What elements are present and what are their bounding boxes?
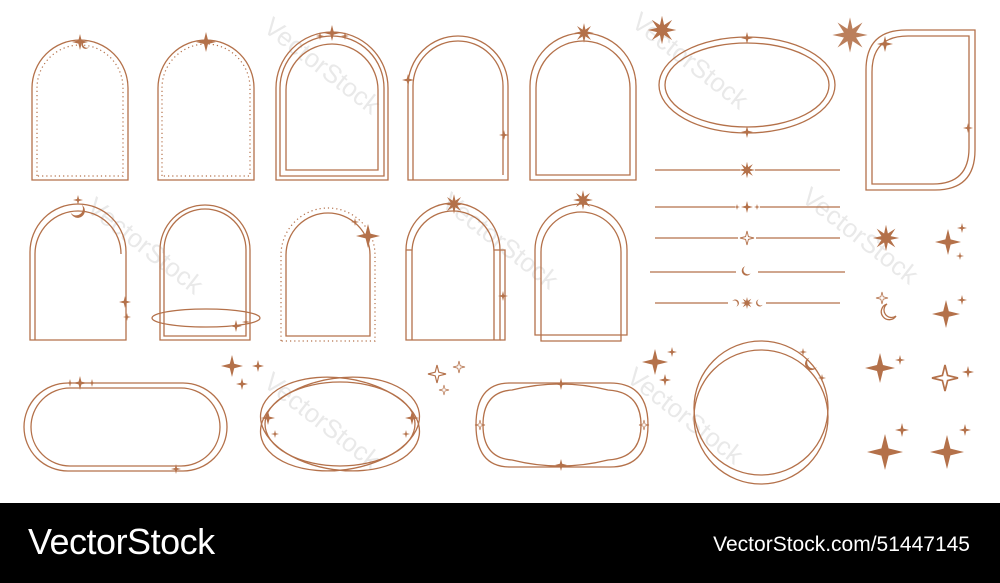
oval-frame <box>658 32 836 138</box>
sunburst-icon <box>574 23 594 43</box>
sparkle-icon <box>555 459 567 471</box>
sunburst-icon <box>872 224 900 252</box>
pill-frame <box>23 376 228 474</box>
sparkle-icon <box>236 378 248 390</box>
sunburst-icon <box>740 296 754 310</box>
star-icon <box>867 434 903 470</box>
crossed-oval-frame <box>259 376 421 472</box>
star-icon <box>930 435 964 469</box>
crescent-moon-icon <box>880 303 897 321</box>
sparkle-icon <box>667 347 677 357</box>
star-icon <box>895 355 905 365</box>
arch-frame <box>402 35 509 181</box>
star-icon <box>957 223 967 233</box>
sparkle-icon <box>271 430 279 438</box>
crescent-moon-icon <box>741 266 751 276</box>
sparkle-icon <box>66 379 74 387</box>
sparkle-icon <box>427 364 447 384</box>
star-icon <box>932 300 960 328</box>
sparkle-icon <box>452 360 466 374</box>
sparkle-icon <box>754 204 760 210</box>
sparkle-icon <box>739 230 755 246</box>
star-icon <box>895 423 909 437</box>
crescent-moon-icon <box>732 299 739 307</box>
arch-frame <box>405 194 508 341</box>
arch-frame <box>151 204 261 341</box>
watermark-text: VectorStock <box>796 181 925 291</box>
sunburst-icon <box>832 17 868 53</box>
sparkle-icon <box>741 201 753 213</box>
sparkle-icon <box>123 313 131 321</box>
sunburst-icon <box>647 15 677 45</box>
watermark-group: VectorStock VectorStock VectorStock Vect… <box>81 6 925 476</box>
sparkle-icon <box>252 360 264 372</box>
sparkle-icon <box>230 320 242 332</box>
star-icon <box>957 295 967 305</box>
star-icon <box>956 252 964 260</box>
crescent-moon-icon <box>756 299 763 307</box>
sparkle-icon <box>196 32 216 52</box>
sparkle-icon <box>221 355 243 377</box>
sparkle-icon <box>734 204 740 210</box>
circle-frame <box>693 340 829 485</box>
arch-frame <box>275 25 389 181</box>
scalloped-frame <box>474 378 650 471</box>
sparkle-icon <box>741 126 753 138</box>
sparkle-icon <box>741 32 753 44</box>
star-icon <box>865 353 895 383</box>
sparkle-icon <box>261 411 275 425</box>
sparkle-icon <box>799 348 807 356</box>
footer-bar: VectorStock VectorStock.com/51447145 <box>0 503 1000 583</box>
arch-frame <box>31 34 129 181</box>
sparkle-icon <box>963 123 973 133</box>
star-icon <box>959 424 971 436</box>
sparkle-icon <box>402 74 414 86</box>
sparkle-icon <box>405 411 419 425</box>
watermark-text: VectorStock <box>258 11 387 121</box>
sparkle-icon <box>402 430 410 438</box>
arch-frame <box>529 23 637 181</box>
sparkle-icon <box>875 291 889 305</box>
arch-frame <box>29 195 131 341</box>
arch-frame <box>534 190 628 342</box>
sparkle-icon <box>88 379 96 387</box>
arch-frame <box>157 32 255 181</box>
sunburst-icon <box>573 190 593 210</box>
leaf-frame <box>865 29 976 191</box>
sunburst-icon <box>738 161 756 179</box>
sparkle-icon <box>555 378 567 390</box>
star-icon <box>962 366 974 378</box>
sparkle-icon <box>324 25 340 41</box>
watermark-text: VectorStock <box>626 6 755 116</box>
sparkle-icon <box>119 296 131 308</box>
frame-collection-artwork: VectorStock VectorStock VectorStock Vect… <box>23 6 976 485</box>
arch-frame <box>280 207 380 342</box>
divider-set <box>650 161 845 310</box>
image-id-text: VectorStock.com/51447145 <box>713 533 970 556</box>
sparkle-icon <box>438 384 450 396</box>
brand-logo-text: VectorStock <box>28 521 215 562</box>
sparkle-icon <box>931 364 959 392</box>
star-icon <box>935 229 961 255</box>
sunburst-icon <box>444 194 464 214</box>
